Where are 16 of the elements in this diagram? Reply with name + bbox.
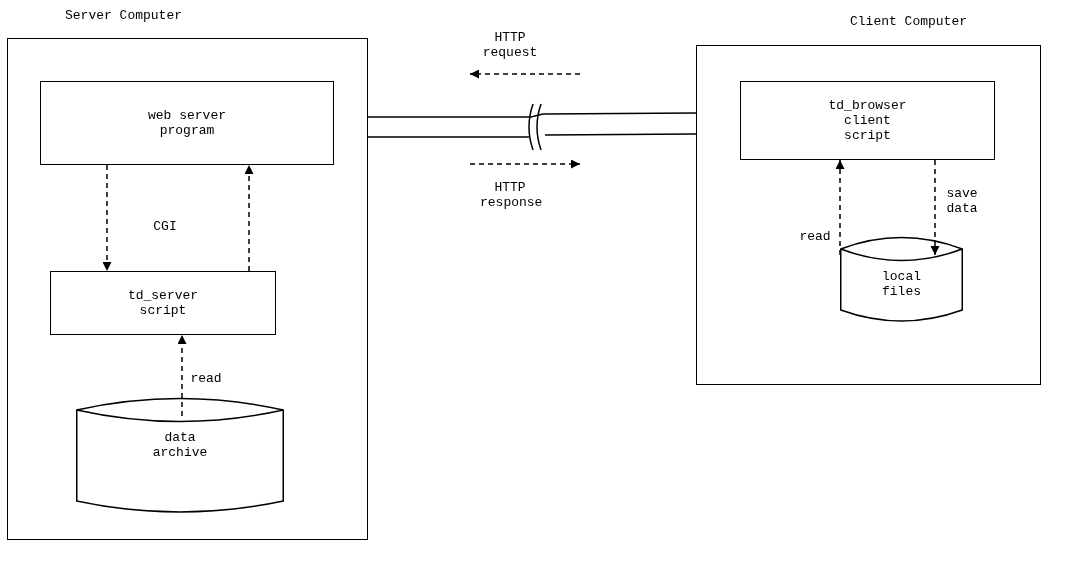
arrow xyxy=(930,159,940,256)
database-cylinder xyxy=(840,237,963,322)
arrow xyxy=(177,334,187,417)
arrow xyxy=(244,164,254,272)
process-box: web server program xyxy=(40,81,334,165)
note-label: HTTP response xyxy=(480,180,540,210)
network-connection-line xyxy=(367,112,697,118)
computer-heading: Server Computer xyxy=(65,8,183,23)
process-box: td_browser client script xyxy=(740,81,995,160)
database-cylinder xyxy=(76,398,284,513)
process-box: td_server script xyxy=(50,271,276,335)
arrow xyxy=(835,159,845,256)
cylinder-label: local files xyxy=(881,269,922,299)
cylinder-label: data archive xyxy=(151,430,209,460)
arrow xyxy=(102,164,112,272)
computer-heading: Client Computer xyxy=(850,14,968,29)
